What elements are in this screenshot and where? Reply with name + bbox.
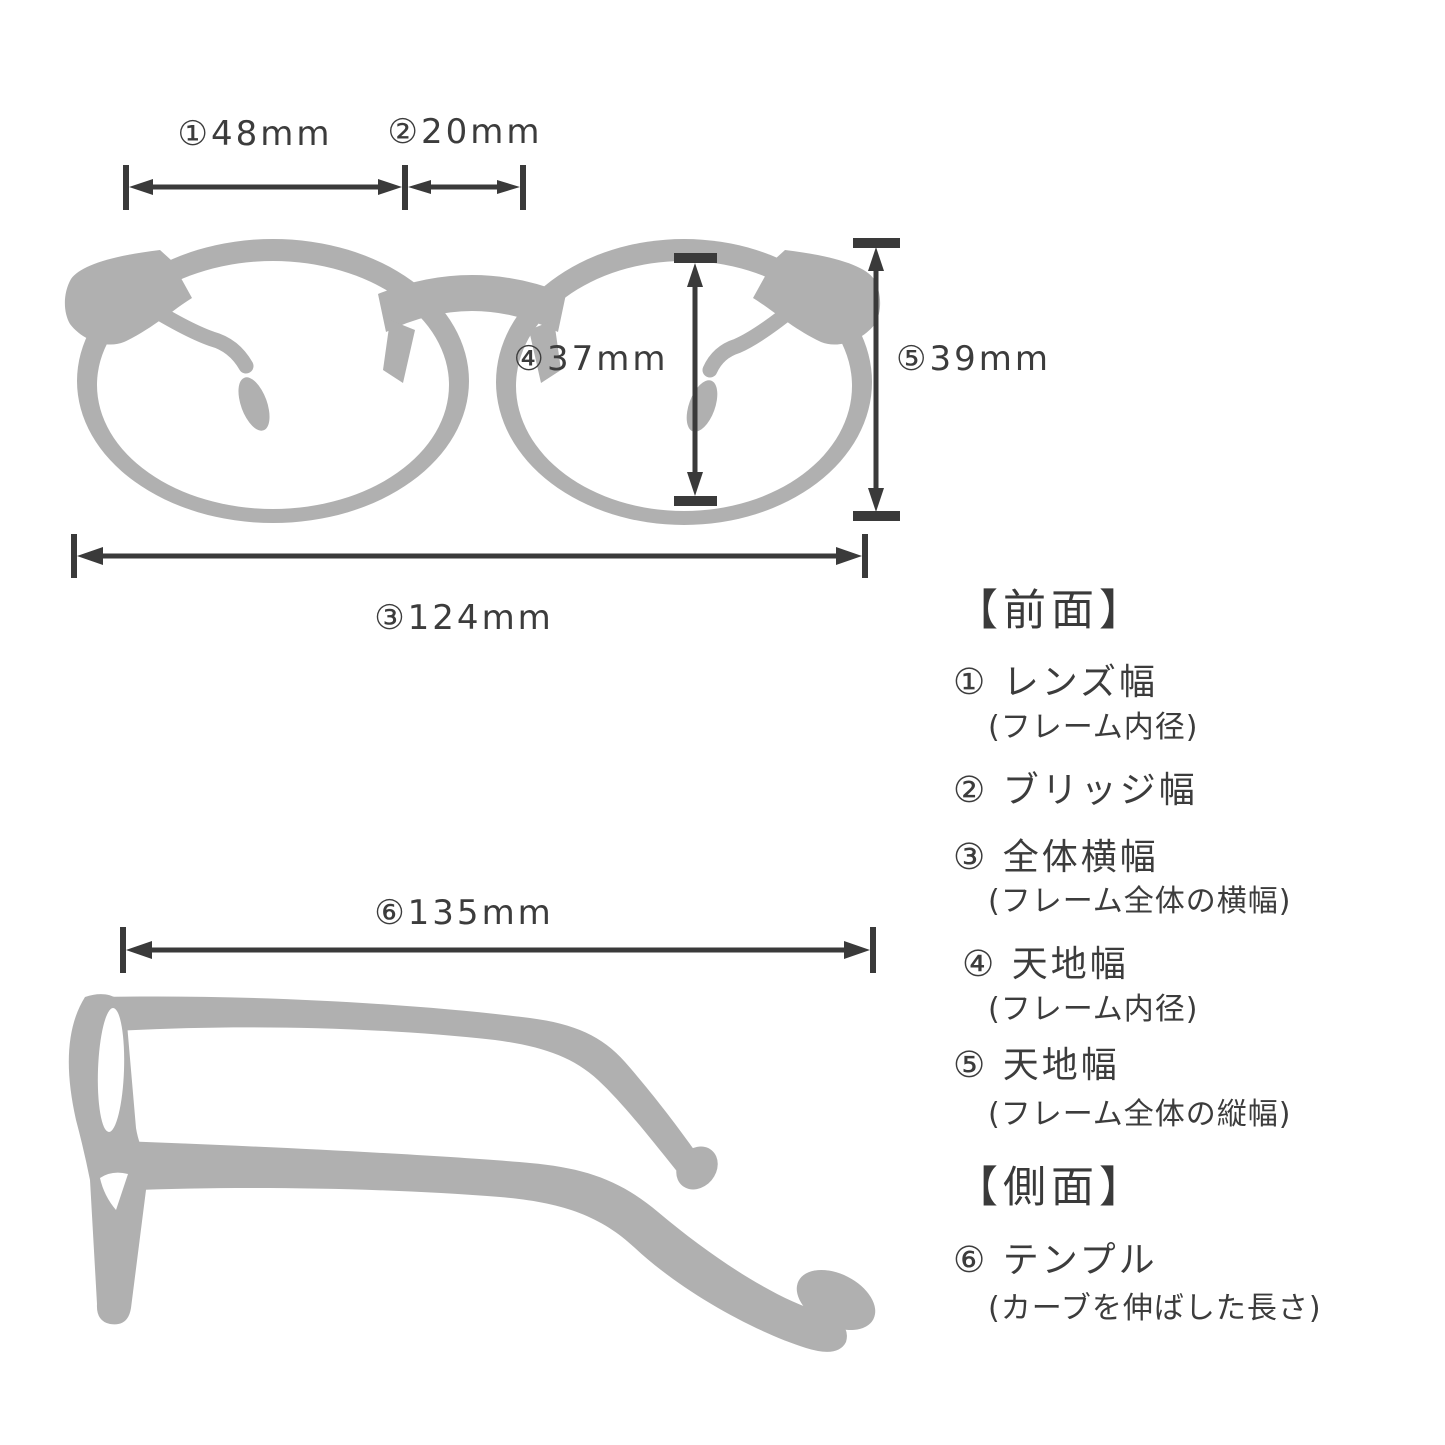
dimension-line-lens-width: [123, 165, 408, 210]
dimension-line-total-width: [71, 534, 868, 578]
dimension-line-lens-height: [674, 253, 717, 506]
side-view-silhouette: [68, 994, 876, 1352]
legend-item-lens-width: ① レンズ幅: [953, 662, 1158, 703]
dimension-line-temple-length: [120, 927, 876, 973]
dim-label-frame-height: ⑤39mm: [896, 339, 1051, 379]
legend-item-bridge-width: ② ブリッジ幅: [953, 770, 1198, 811]
legend-heading-side: 【側面】: [955, 1163, 1147, 1213]
dim-label-temple-length: ⑥135mm: [374, 893, 554, 933]
legend-item-total-width: ③ 全体横幅: [953, 837, 1159, 878]
dimension-line-frame-height: [853, 238, 900, 521]
legend-note-total-width: (フレーム全体の横幅): [988, 884, 1292, 919]
dimension-line-bridge-width: [408, 165, 526, 210]
front-view-silhouette: [64, 239, 881, 525]
dim-label-bridge-width: ②20mm: [387, 112, 543, 152]
dim-label-lens-height: ④37mm: [513, 339, 669, 379]
legend-item-lens-height: ④ 天地幅: [962, 944, 1129, 985]
legend-item-temple-length: ⑥ テンプル: [953, 1240, 1158, 1281]
dim-label-lens-width: ①48mm: [177, 114, 333, 154]
legend-note-frame-height: (フレーム全体の縦幅): [988, 1097, 1292, 1132]
legend-note-lens-width: (フレーム内径): [988, 710, 1199, 745]
legend-item-frame-height: ⑤ 天地幅: [953, 1045, 1120, 1086]
legend-note-temple-length: (カーブを伸ばした長さ): [988, 1291, 1322, 1326]
dim-label-total-width: ③124mm: [374, 598, 554, 638]
legend-note-lens-height: (フレーム内径): [988, 992, 1199, 1027]
legend-heading-front: 【前面】: [955, 586, 1147, 636]
